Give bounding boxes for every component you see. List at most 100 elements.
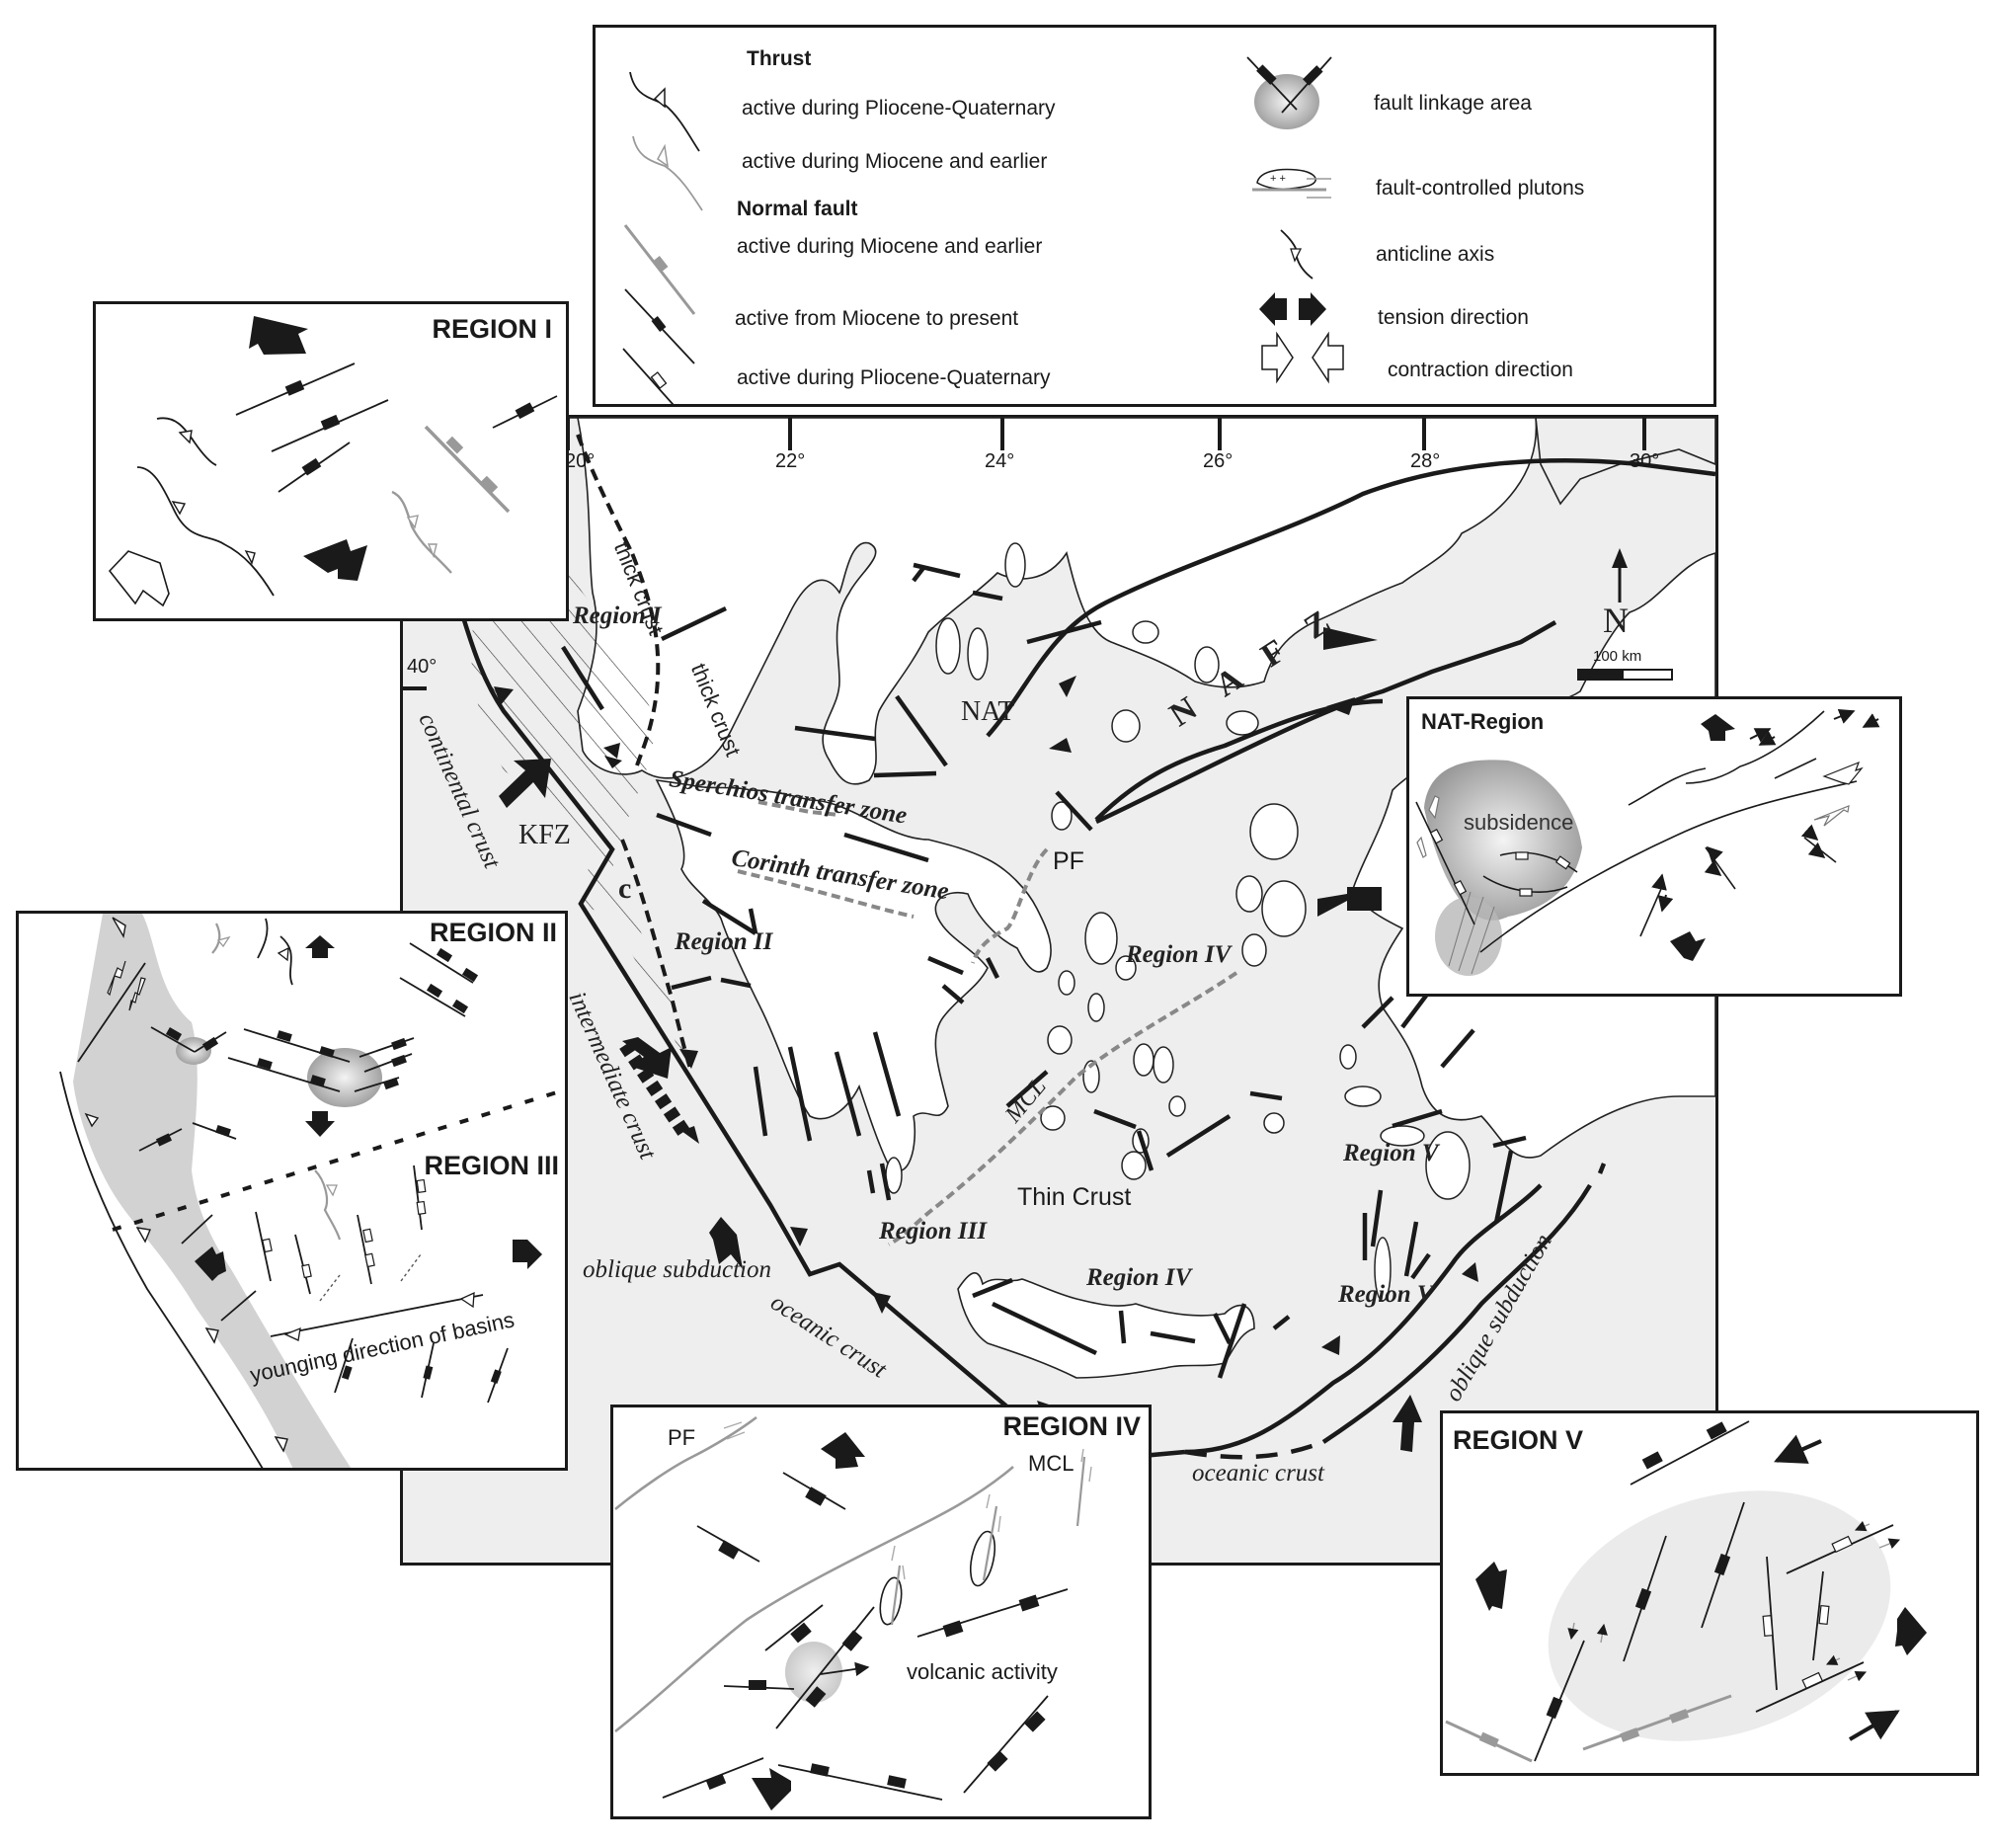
fault-linkage-large bbox=[307, 1048, 382, 1107]
hatched-zone bbox=[471, 568, 691, 1072]
gray-margin-band bbox=[73, 914, 352, 1468]
intermediate-crust-arrow bbox=[619, 1041, 699, 1144]
trench-dash bbox=[1597, 1163, 1607, 1174]
legend-gray-normal-icon bbox=[623, 224, 696, 315]
legend-gray-thrust-icon bbox=[632, 135, 703, 211]
label-region-iv-b: Region IV bbox=[1086, 1264, 1192, 1291]
legend-tension-icon bbox=[1259, 292, 1326, 326]
legend-thrust-item-0: active during Pliocene-Quaternary bbox=[742, 97, 1056, 120]
region-v-drawing bbox=[1445, 1420, 1927, 1763]
svg-text:+ +: + + bbox=[1270, 173, 1286, 185]
legend-normal-item-2: active during Pliocene-Quaternary bbox=[737, 366, 1051, 389]
region-ii-iii-inset: REGION II REGION III younging direction … bbox=[16, 911, 568, 1471]
lon-tick-28: 28° bbox=[1410, 450, 1441, 472]
label-region-i: Region I bbox=[573, 603, 662, 629]
region-iv-inset: REGION IV PF MCL volcanic activity bbox=[610, 1405, 1152, 1819]
hatched-zone-boundary-south bbox=[620, 839, 693, 1073]
pluton-b bbox=[969, 1530, 996, 1587]
label-c: c bbox=[618, 872, 632, 905]
tension-arrow-icon bbox=[249, 316, 308, 355]
region-iv-mcl-label: MCL bbox=[1028, 1451, 1075, 1476]
nafz-fault-branch bbox=[1095, 620, 1557, 825]
tension-arrow-icon bbox=[513, 1240, 542, 1269]
legend-plutons-label: fault-controlled plutons bbox=[1376, 177, 1585, 200]
nat-triangles bbox=[603, 627, 1378, 768]
legend-pluton-icon: + + bbox=[1252, 168, 1331, 199]
nat-region-inset: NAT-Region subsidence bbox=[1406, 696, 1902, 997]
lon-tick-22: 22° bbox=[775, 450, 806, 472]
region-i-title: REGION I bbox=[432, 314, 552, 344]
contraction-arrow-icon bbox=[108, 550, 170, 607]
legend-fault-linkage-icon bbox=[1246, 56, 1332, 129]
legend-tension-label: tension direction bbox=[1378, 306, 1529, 329]
legend-thrust-heading: Thrust bbox=[747, 47, 812, 70]
tension-arrow-icon bbox=[305, 935, 335, 958]
region-v-title: REGION V bbox=[1453, 1425, 1584, 1455]
legend-open-normal-icon bbox=[622, 348, 675, 404]
nafz-fault-north bbox=[986, 458, 1716, 738]
legend-black-thrust-icon bbox=[629, 71, 700, 152]
region-iv-pf-label: PF bbox=[668, 1425, 696, 1450]
tension-arrow-icon bbox=[821, 1432, 865, 1469]
nat-region-drawing bbox=[1415, 708, 1880, 976]
scale-bar bbox=[1577, 669, 1673, 681]
tension-arrow-icon bbox=[1475, 1562, 1507, 1611]
region-i-inset: REGION I bbox=[93, 301, 569, 621]
tension-arrow-icon bbox=[1670, 931, 1706, 961]
map-fault-segments bbox=[561, 562, 1527, 1379]
legend-anticline-label: anticline axis bbox=[1376, 243, 1495, 266]
islands bbox=[885, 542, 1471, 1302]
tension-arrow-icon bbox=[1701, 714, 1735, 741]
legend-normal-item-0: active during Miocene and earlier bbox=[737, 235, 1043, 258]
region-v-inset: REGION V bbox=[1440, 1410, 1979, 1776]
label-region-iv-a: Region IV bbox=[1126, 941, 1232, 968]
region-boundary-dotted bbox=[112, 1089, 561, 1232]
label-kfz: KFZ bbox=[518, 820, 571, 850]
label-region-v-a: Region V bbox=[1343, 1140, 1439, 1166]
pluton-a bbox=[879, 1576, 903, 1626]
legend-normal-heading: Normal fault bbox=[737, 198, 858, 220]
legend-thrust-item-1: active during Miocene and earlier bbox=[742, 150, 1048, 173]
lon-tick-20: 20° bbox=[565, 450, 596, 472]
subsidence-zone bbox=[1424, 760, 1582, 921]
region-iv-title: REGION IV bbox=[1002, 1411, 1141, 1441]
region-ii-iii-drawing bbox=[59, 914, 561, 1468]
lat-tick-40: 40° bbox=[407, 656, 438, 678]
tension-arrow-icon bbox=[752, 1768, 791, 1810]
volcanic-area bbox=[785, 1642, 842, 1703]
label-pf: PF bbox=[1053, 847, 1084, 875]
legend-box: + + Thrust active during Pliocene-Quater… bbox=[593, 25, 1716, 407]
legend-fault-linkage-label: fault linkage area bbox=[1374, 92, 1532, 115]
tension-arrow-icon bbox=[195, 1246, 226, 1281]
hatched-zone-boundary bbox=[576, 434, 661, 766]
region-v-zone bbox=[1548, 1490, 1891, 1741]
region-i-drawing bbox=[108, 316, 558, 607]
label-thin-crust: Thin Crust bbox=[1017, 1183, 1132, 1211]
label-nat: NAT bbox=[961, 696, 1015, 727]
nat-region-title: NAT-Region bbox=[1421, 709, 1545, 734]
label-oceanic-crust-b: oceanic crust bbox=[1192, 1460, 1324, 1486]
hellenic-subduction-front bbox=[461, 619, 1186, 1465]
north-label: N bbox=[1603, 601, 1629, 640]
legend-contraction-label: contraction direction bbox=[1388, 359, 1573, 381]
hatched-zone-nat bbox=[1435, 897, 1502, 976]
region-iv-drawing bbox=[614, 1415, 1092, 1810]
open-slip-arrow-icon bbox=[107, 960, 126, 997]
pliny-strabo-trench bbox=[1321, 1183, 1592, 1444]
lon-tick-24: 24° bbox=[985, 450, 1015, 472]
volcanic-activity-label: volcanic activity bbox=[907, 1659, 1058, 1684]
north-arrow bbox=[1612, 548, 1628, 603]
region-iii-title: REGION III bbox=[424, 1151, 559, 1180]
transfer-zones bbox=[737, 800, 1238, 1246]
subsidence-label: subsidence bbox=[1464, 810, 1574, 835]
lon-tick-26: 26° bbox=[1203, 450, 1234, 472]
region-ii-title: REGION II bbox=[429, 918, 557, 947]
legend-anticline-icon bbox=[1280, 229, 1313, 280]
pf-fault bbox=[614, 1415, 757, 1511]
scale-label: 100 km bbox=[1593, 648, 1642, 665]
open-slip-arrow-icon bbox=[128, 977, 146, 1011]
tension-arrow-icon bbox=[305, 1111, 335, 1137]
label-region-v-b: Region V bbox=[1338, 1281, 1434, 1308]
label-region-ii: Region II bbox=[675, 928, 773, 955]
